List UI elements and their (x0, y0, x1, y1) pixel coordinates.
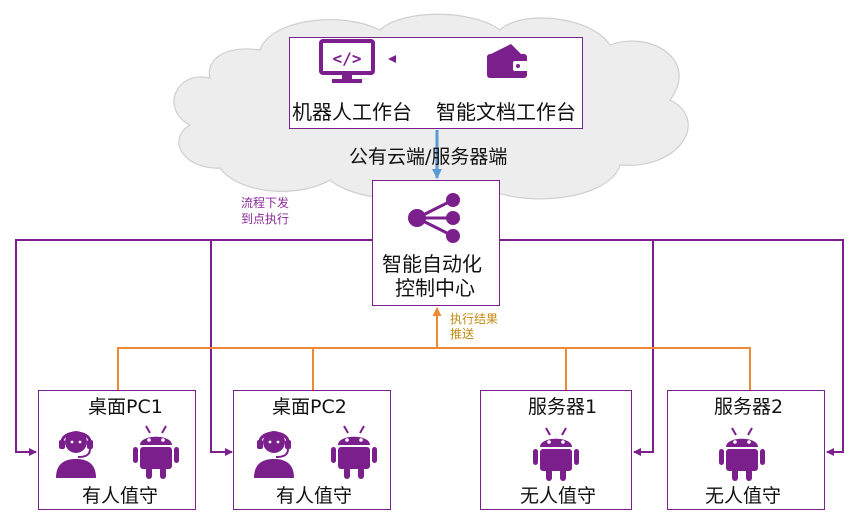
control-center-line1: 智能自动化 (382, 252, 482, 276)
dispatch-line-pc1 (15, 239, 372, 456)
dispatch-line-pc1-inner (210, 240, 233, 456)
android-icon (719, 427, 765, 481)
node-title-server2: 服务器2 (714, 396, 784, 418)
node-title-pc1: 桌面PC1 (88, 396, 163, 418)
android-icon (133, 425, 179, 479)
node-caption-pc1: 有人值守 (82, 485, 159, 507)
result-label-line1: 执行结果 (450, 312, 499, 326)
flow-label-line1: 流程下发 (241, 196, 290, 210)
result-lines (117, 307, 751, 390)
cloud-caption: 公有云端/服务器端 (349, 146, 508, 168)
node-caption-server1: 无人值守 (520, 485, 597, 507)
node-caption-server2: 无人值守 (705, 485, 782, 507)
wallet-icon (487, 44, 529, 78)
android-icon (331, 425, 377, 479)
small-arrow-icon (388, 55, 396, 63)
node-caption-pc2: 有人值守 (276, 485, 353, 507)
workbench-robot-label: 机器人工作台 (292, 100, 412, 124)
dispatch-line-server2 (500, 239, 844, 456)
flow-label-line2: 到点执行 (241, 212, 290, 226)
control-center-line2: 控制中心 (395, 276, 475, 300)
share-network-icon (408, 193, 460, 243)
result-label-line2: 推送 (450, 327, 475, 341)
control-center-box (372, 180, 500, 306)
headset-person-icon (254, 431, 294, 478)
android-icon (533, 427, 579, 481)
dispatch-lines (15, 239, 844, 456)
workbench-doc-label: 智能文档工作台 (436, 100, 576, 124)
node-title-server1: 服务器1 (528, 396, 598, 418)
svg-text:</>: </> (333, 49, 362, 68)
headset-person-icon (56, 431, 96, 478)
result-bus (117, 347, 751, 390)
code-monitor-icon: </> (319, 39, 375, 83)
node-title-pc2: 桌面PC2 (272, 396, 347, 418)
